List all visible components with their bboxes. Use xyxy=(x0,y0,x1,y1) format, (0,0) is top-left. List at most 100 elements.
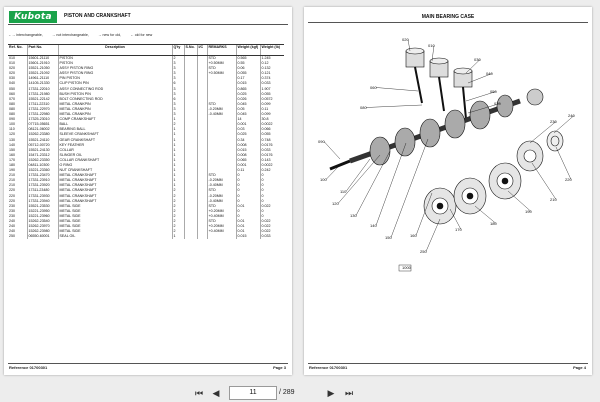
table-cell: 30.8 xyxy=(259,117,284,123)
callout-label: 170 xyxy=(455,227,462,232)
figure-stamp-box xyxy=(398,264,412,272)
table-cell: METAL CRANKPIN xyxy=(57,112,172,118)
table-cell: 0.001 xyxy=(235,122,260,128)
table-cell xyxy=(196,91,207,97)
table-cell: METAL CRANKSHAFT xyxy=(57,173,172,179)
table-cell: SLEEVE CRANKSHAFT xyxy=(57,132,172,138)
table-cell xyxy=(183,219,197,225)
table-cell: METAL CRANKSHAFT xyxy=(57,188,172,194)
table-cell: 1 xyxy=(171,162,184,169)
table-cell xyxy=(196,122,207,128)
table-cell: 0 xyxy=(235,183,260,189)
table-cell xyxy=(196,193,207,199)
bearing-case-1 xyxy=(423,187,457,225)
table-cell xyxy=(206,122,236,128)
table-cell: 04811-10300 xyxy=(26,162,58,169)
header-rule xyxy=(8,24,288,25)
table-cell xyxy=(196,137,207,143)
table-cell: 2 xyxy=(171,198,184,204)
legend-item: ← old for new xyxy=(130,33,153,37)
first-page-icon[interactable]: ⏮ xyxy=(194,388,204,398)
last-page-icon[interactable]: ⏭ xyxy=(344,388,354,398)
table-cell xyxy=(206,152,236,158)
table-cell: 0.099 xyxy=(259,112,284,118)
table-cell: 2 xyxy=(171,188,184,194)
table-cell: 0 xyxy=(259,183,284,189)
table-cell: 0.11 xyxy=(235,168,260,174)
table-cell xyxy=(196,112,207,118)
table-cell: 1 xyxy=(171,142,184,148)
table-cell: 2 xyxy=(171,224,184,230)
table-cell: COMP CRANKSHAFT xyxy=(57,117,172,123)
table-cell: METAL SIDE xyxy=(57,224,172,230)
table-cell: 15601-21910 xyxy=(26,61,58,67)
table-cell: METAL SIDE xyxy=(57,203,172,209)
table-cell: 0.045 xyxy=(235,101,260,107)
table-cell: -0.40MM xyxy=(206,112,236,118)
page-number: Page 3 xyxy=(273,365,286,370)
table-cell: +0.20MM xyxy=(206,224,236,230)
table-cell: METAL CRANKSHAFT xyxy=(57,193,172,199)
table-cell xyxy=(183,137,197,143)
table-cell: 3 xyxy=(171,101,184,107)
callout-label: 040 xyxy=(486,71,493,76)
table-cell: 2 xyxy=(171,122,184,128)
table-cell: 240 xyxy=(9,219,15,223)
table-cell: 010 xyxy=(9,56,15,60)
table-cell xyxy=(196,219,207,225)
table-cell xyxy=(206,132,236,138)
table-cell: 06550-60001 xyxy=(26,234,58,240)
next-page-icon[interactable]: ▶ xyxy=(327,388,335,398)
table-cell: 150 xyxy=(9,147,15,152)
table-cell: PISTON xyxy=(57,61,172,67)
table-cell: METAL CRANKSHAFT xyxy=(57,198,172,204)
table-cell: PIN PISTON xyxy=(57,76,172,82)
current-page-input[interactable]: 11 xyxy=(229,386,277,400)
table-cell: 15262-23540 xyxy=(26,219,58,225)
table-cell: 1 xyxy=(171,178,184,184)
table-cell xyxy=(196,106,207,113)
table-cell: 1 xyxy=(171,127,184,133)
table-cell: 0.03 xyxy=(235,127,260,133)
table-cell: 0.022 xyxy=(259,203,284,209)
table-cell: 0.0176 xyxy=(259,142,284,148)
piston-3 xyxy=(453,67,473,88)
leader-line xyxy=(365,104,423,108)
leader-line xyxy=(375,142,407,226)
callout-label: 060 xyxy=(370,85,377,90)
table-cell: 17331-23930 xyxy=(26,193,58,199)
table-cell: -0.20MM xyxy=(206,178,236,184)
table-cell xyxy=(183,117,197,123)
table-cell xyxy=(196,178,207,184)
table-cell: 010 xyxy=(9,61,15,66)
table-cell: 1 xyxy=(171,132,184,138)
table-cell: 0.001 xyxy=(235,162,260,169)
table-cell: 1.245 xyxy=(259,55,284,62)
table-cell: 090 xyxy=(9,117,15,122)
table-cell: 15521-21092 xyxy=(26,71,58,77)
table-cell: NUT CRANKSHAFT xyxy=(57,168,172,174)
callout-label: 140 xyxy=(370,223,377,228)
table-cell xyxy=(183,66,197,72)
table-cell: -0.20MM xyxy=(206,193,236,199)
table-cell: 17311-23480 xyxy=(26,188,58,194)
table-cell: 110 xyxy=(9,127,15,132)
table-cell: 230 xyxy=(9,203,15,208)
column-header: Ref. No. xyxy=(8,44,27,56)
previous-page-icon[interactable]: ◀ xyxy=(212,388,220,398)
table-cell xyxy=(196,213,207,219)
table-cell: 0 xyxy=(235,178,260,184)
table-cell: 0.17 xyxy=(235,76,260,82)
table-cell xyxy=(183,203,197,209)
table-cell xyxy=(206,76,236,82)
